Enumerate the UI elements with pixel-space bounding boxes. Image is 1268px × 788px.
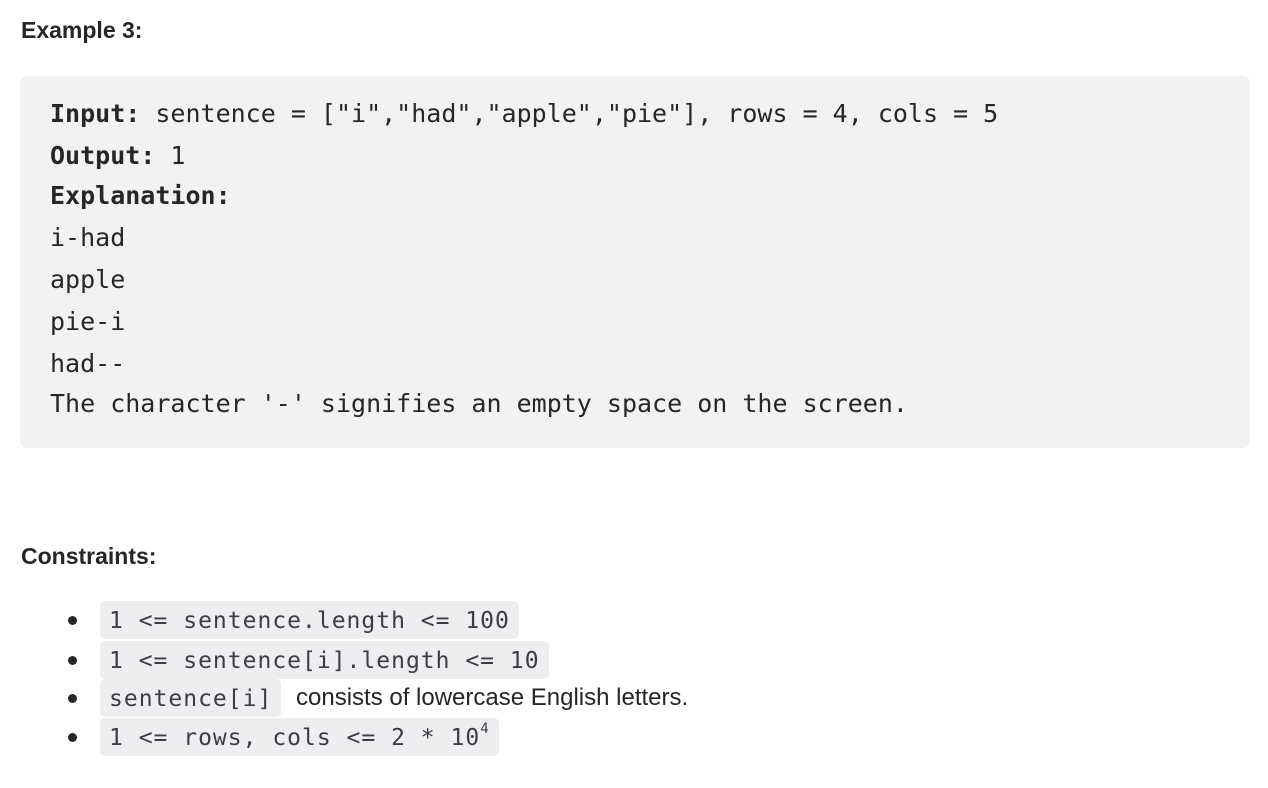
example-code-block: Input: sentence = ["i","had","apple","pi…	[20, 76, 1250, 448]
explanation-line: Explanation:	[50, 183, 231, 208]
constraints-heading: Constraints:	[21, 543, 157, 569]
screen-row: apple	[50, 265, 126, 294]
input-label: Input:	[50, 99, 141, 128]
constraint-code-base: 1 <= rows, cols <= 2 * 10	[109, 725, 481, 751]
bullet-icon	[68, 694, 77, 703]
bullet-icon	[68, 656, 77, 665]
screen-row: pie-i	[50, 307, 126, 336]
constraint-exponent: 4	[480, 721, 490, 737]
example-heading: Example 3:	[21, 17, 143, 43]
bullet-icon	[68, 733, 77, 742]
constraint-code: sentence[i]	[100, 679, 282, 717]
output-line: Output: 1	[50, 143, 185, 168]
constraint-code: 1 <= rows, cols <= 2 * 104	[100, 718, 499, 756]
output-value: 1	[155, 141, 186, 170]
output-label: Output:	[50, 141, 156, 170]
constraint-item: 1 <= sentence[i].length <= 10	[0, 641, 1268, 679]
constraint-item: 1 <= rows, cols <= 2 * 104	[0, 718, 1268, 756]
explanation-note: The character '-' signifies an empty spa…	[50, 389, 908, 418]
input-value: sentence = ["i","had","apple","pie"], ro…	[140, 99, 999, 128]
constraint-item: sentence[i] consists of lowercase Englis…	[0, 679, 1268, 717]
constraint-item: 1 <= sentence.length <= 100	[0, 601, 1268, 639]
screen-row: i-had	[50, 223, 126, 252]
input-line: Input: sentence = ["i","had","apple","pi…	[50, 101, 998, 126]
explanation-label: Explanation:	[50, 181, 231, 210]
constraint-code: 1 <= sentence.length <= 100	[100, 601, 519, 639]
constraint-code: 1 <= sentence[i].length <= 10	[100, 641, 549, 679]
bullet-icon	[68, 616, 77, 625]
constraint-text: consists of lowercase English letters.	[296, 684, 689, 711]
screen-row: had--	[50, 349, 126, 378]
